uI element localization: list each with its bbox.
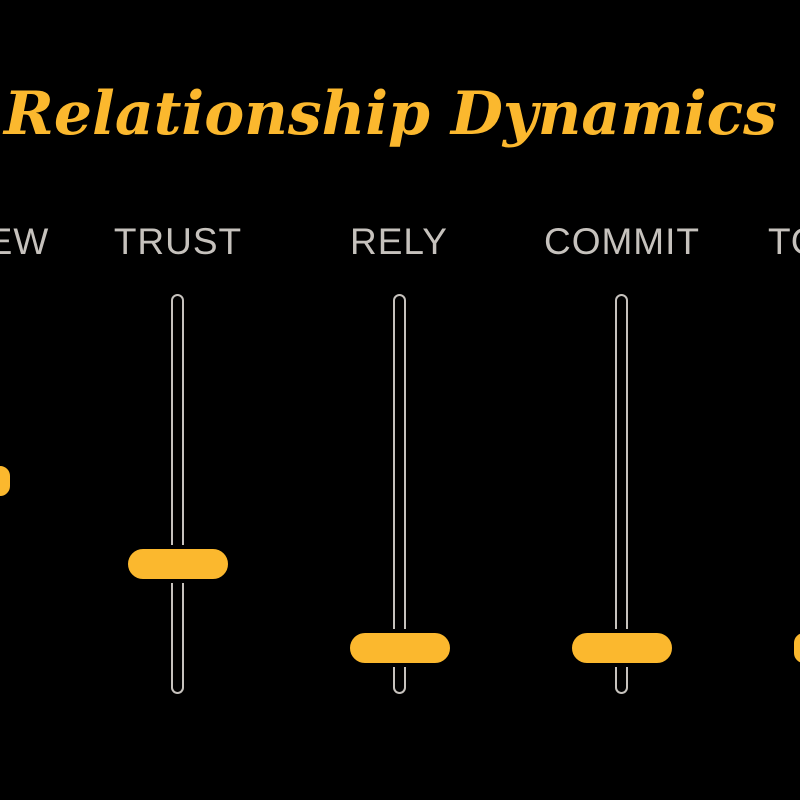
slider-label-commit: COMMIT	[543, 221, 701, 262]
slider-track-commit[interactable]	[615, 294, 628, 694]
slider-handle-commit[interactable]	[568, 629, 676, 667]
slider-label-together: TOGETHER	[768, 221, 800, 262]
slider-track-trust[interactable]	[171, 294, 184, 694]
slider-label-rely: RELY	[350, 221, 448, 262]
title-wrapper: Relationship Dynamics	[0, 74, 800, 164]
slider-handle-rely[interactable]	[346, 629, 454, 667]
slider-track-rely[interactable]	[393, 294, 406, 694]
slider-handle-view[interactable]	[0, 462, 14, 500]
page-title: Relationship Dynamics	[4, 79, 777, 149]
slider-label-trust: TRUST	[113, 221, 243, 262]
slider-handle-trust[interactable]	[124, 545, 232, 583]
slider-label-view: VIEW	[0, 221, 50, 262]
slider-handle-together[interactable]	[790, 629, 800, 667]
